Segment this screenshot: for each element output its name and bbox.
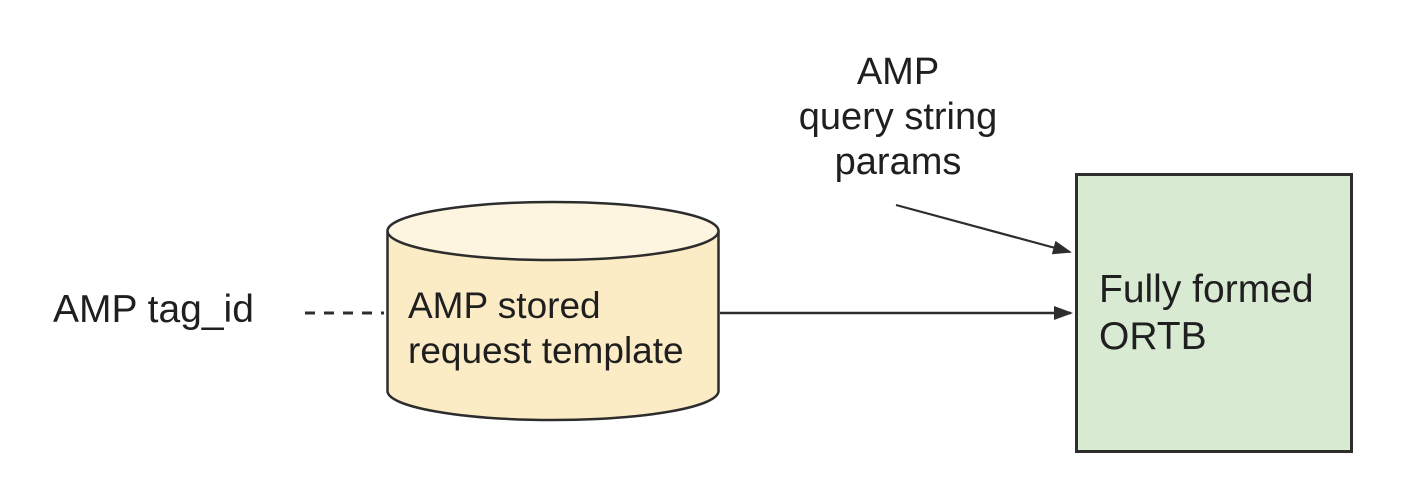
query-params-to-ortb-arrow xyxy=(895,203,1072,255)
query-params-label-line2: query string xyxy=(798,96,998,138)
query-params-label: AMP query string params xyxy=(770,50,1026,185)
cylinder-top-ellipse xyxy=(386,200,720,262)
stored-request-label: AMP stored request template xyxy=(408,283,684,373)
query-params-label-line3: params xyxy=(834,141,962,183)
fully-formed-ortb-box: Fully formed ORTB xyxy=(1075,173,1353,453)
ortb-label-line1: Fully formed xyxy=(1099,268,1314,311)
amp-tag-id-label: AMP tag_id xyxy=(53,288,254,331)
stored-request-label-line1: AMP stored xyxy=(408,285,601,326)
query-params-label-line1: AMP xyxy=(856,51,940,93)
fully-formed-ortb-label: Fully formed ORTB xyxy=(1078,266,1314,360)
stored-request-label-line2: request template xyxy=(408,330,684,371)
ortb-label-line2: ORTB xyxy=(1099,315,1207,358)
